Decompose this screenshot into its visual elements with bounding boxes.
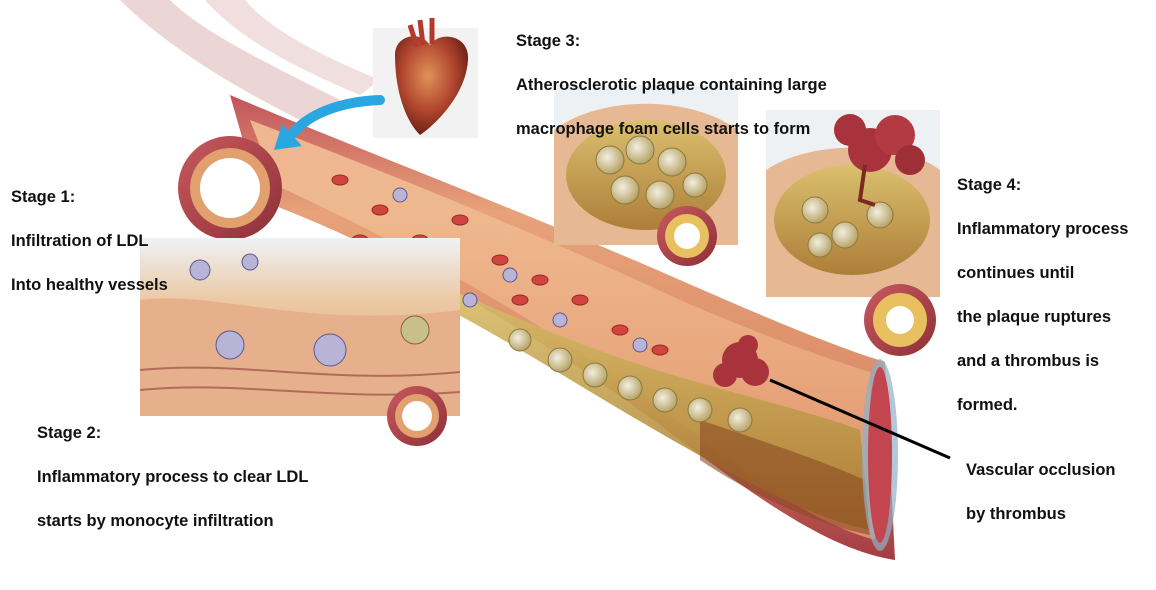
stage2-line: starts by monocyte infiltration [37, 512, 274, 530]
stage1-line: Infiltration of LDL [11, 232, 149, 250]
stage4-rupture-panel [766, 110, 940, 297]
stage2-heading: Stage 2: [37, 424, 102, 442]
stage4-heading: Stage 4: [957, 176, 1022, 194]
vessel-cross-section-stage1 [178, 136, 282, 240]
stage4-line: and a thrombus is [957, 352, 1100, 370]
stage1-heading: Stage 1: [11, 188, 76, 206]
stage4-line: formed. [957, 396, 1018, 414]
stage4-line: Inflammatory process [957, 220, 1129, 238]
stage4-line: continues until [957, 264, 1075, 282]
occlusion-line: Vascular occlusion [966, 461, 1116, 479]
stage3-label: Stage 3: Atherosclerotic plaque containi… [516, 8, 876, 162]
stage4-label: Stage 4: Inflammatory process continues … [957, 152, 1156, 438]
occlusion-label: Vascular occlusion by thrombus [966, 437, 1146, 547]
background-vessels [120, 0, 380, 120]
stage3-line: Atherosclerotic plaque containing large [516, 76, 827, 94]
foam-cells [508, 328, 753, 433]
stage1-label: Stage 1: Infiltration of LDL Into health… [11, 164, 201, 318]
stage2-line: Inflammatory process to clear LDL [37, 468, 309, 486]
stage3-heading: Stage 3: [516, 32, 581, 50]
main-vessel [230, 95, 898, 560]
stage2-tissue-panel [139, 238, 461, 416]
vessel-cross-section-stage4 [864, 284, 936, 356]
vessel-cross-section-stage3 [657, 206, 717, 266]
arrow-icon [274, 95, 385, 150]
heart-inset [373, 18, 478, 138]
vessel-cross-section-stage2 [387, 386, 447, 446]
stage1-line: Into healthy vessels [11, 276, 168, 294]
occlusion-line: by thrombus [966, 505, 1066, 523]
stage3-line: macrophage foam cells starts to form [516, 120, 811, 138]
stage2-label: Stage 2: Inflammatory process to clear L… [37, 400, 357, 554]
stage4-line: the plaque ruptures [957, 308, 1112, 326]
occlusion-pointer-line [769, 378, 951, 460]
thrombus [713, 335, 769, 387]
